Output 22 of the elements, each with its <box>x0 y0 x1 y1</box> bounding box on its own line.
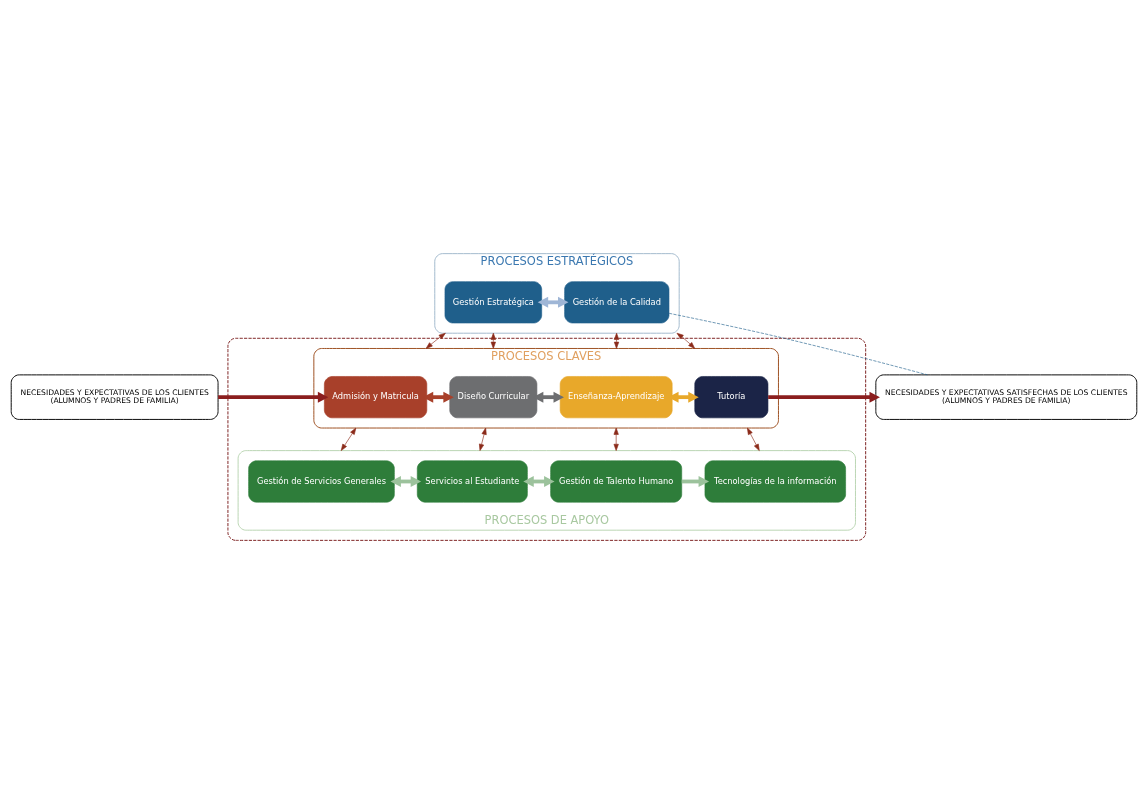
arrow <box>218 391 329 403</box>
arrow <box>747 427 760 451</box>
arrow <box>479 427 487 451</box>
arrow <box>490 332 496 349</box>
arrow <box>613 427 619 451</box>
node-box: Tecnologías de la información <box>704 460 846 503</box>
arrow <box>768 391 880 403</box>
node-box: Servicios al Estudiante <box>416 460 528 503</box>
node-box: Gestión de Talento Humano <box>550 460 683 503</box>
node-box: Enseñanza-Aprendizaje <box>559 376 673 419</box>
arrow <box>340 427 357 451</box>
arrow <box>425 332 446 349</box>
node-box: Gestión Estratégica <box>444 281 543 324</box>
node-box: Gestión de Servicios Generales <box>248 460 395 503</box>
node-box: Diseño Curricular <box>449 376 538 419</box>
connector <box>668 313 928 376</box>
arrow <box>681 476 710 487</box>
node-box: Tutoría <box>694 376 769 419</box>
arrow <box>614 332 620 349</box>
node-box: Admisión y Matricula <box>324 376 428 419</box>
arrow <box>676 332 696 349</box>
node-box: Gestión de la Calidad <box>564 281 670 324</box>
